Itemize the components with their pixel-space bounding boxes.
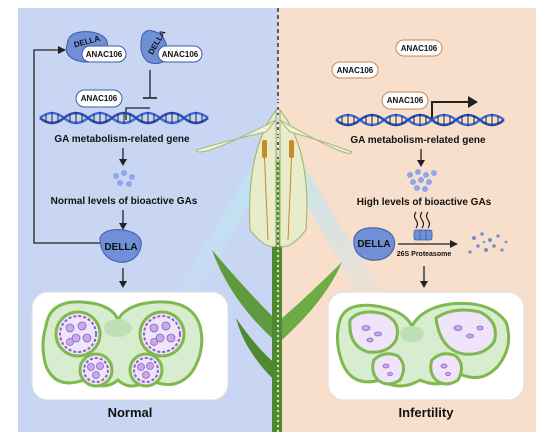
free-anac106-pill-1 [395,39,443,57]
arrowhead-ga-to-della-left [119,223,127,230]
left-light-beam [176,150,274,292]
ga-signal-arrows [413,211,431,229]
anac106-pill-1 [81,45,127,63]
anther-cross-section-infertile [335,301,511,388]
panel-title-infertility: Infertility [399,405,455,420]
della-label-bottom-left: DELLA [104,242,137,253]
gene-label-right: GA metabolism-related gene [350,135,486,146]
anac106-on-dna-left-label: ANAC106 [81,94,118,103]
glume-left [248,108,277,248]
proteasome-icon [413,229,433,241]
free-anac106-label-2: ANAC106 [337,66,374,75]
leaf-right [280,262,342,340]
ga-level-label-left: Normal levels of bioactive GAs [51,196,198,207]
arrowhead-gene-to-ga-left [119,159,127,166]
plant-stem [272,160,282,432]
proteasome-label: 26S Proteasome [397,251,452,258]
dna-helix-right [335,113,505,127]
della-protein-right [353,227,396,261]
della-protein-bottom-left [99,229,142,263]
transcription-arrow-right [431,101,470,120]
lemma-right [279,119,353,154]
transcription-arrow-left [125,107,150,120]
degraded-della-fragments [468,232,508,254]
arrowhead-della-to-anther-left [119,281,127,288]
leaf-left [212,250,276,340]
glume-right [279,108,308,248]
arrowhead-gene-to-ga-right [417,160,425,167]
gene-label-left: GA metabolism-related gene [54,134,190,145]
ga-level-label-right: High levels of bioactive GAs [357,197,492,208]
free-anac106-label-1: ANAC106 [401,44,438,53]
della-anac106-complex-2: DELLA ANAC106 [140,28,203,65]
feedback-arrow-left [33,49,100,244]
right-light-beam [282,150,382,292]
anac106-pill-2 [157,45,203,63]
anac106-label-1: ANAC106 [86,50,123,59]
panel-title-normal: Normal [108,405,153,420]
anther-stamen-right [289,140,294,158]
dna-helix-left [39,111,209,125]
della-anac106-complex-1: DELLA ANAC106 [65,31,127,63]
anac106-label-2: ANAC106 [162,50,199,59]
anac106-on-dna-right [381,91,429,110]
anther-stamen-left [262,140,267,158]
leaf-lower-left [236,318,278,380]
anac106-on-dna-left [75,89,123,108]
anther-cross-section-normal [41,300,204,388]
della-label-right: DELLA [357,239,390,250]
transcription-arrowhead-right [468,96,478,108]
arrowhead-to-anther-right [420,281,428,288]
arrowhead-della-to-proteasome [450,240,458,248]
ga-molecules-right [407,169,437,192]
plant-illustration [195,100,353,432]
anac106-on-dna-right-label: ANAC106 [387,96,424,105]
lemma-left [195,119,277,153]
feedback-arrowhead-left [58,46,66,54]
ga-molecules-left [113,170,135,187]
free-anac106-pill-2 [331,61,379,79]
